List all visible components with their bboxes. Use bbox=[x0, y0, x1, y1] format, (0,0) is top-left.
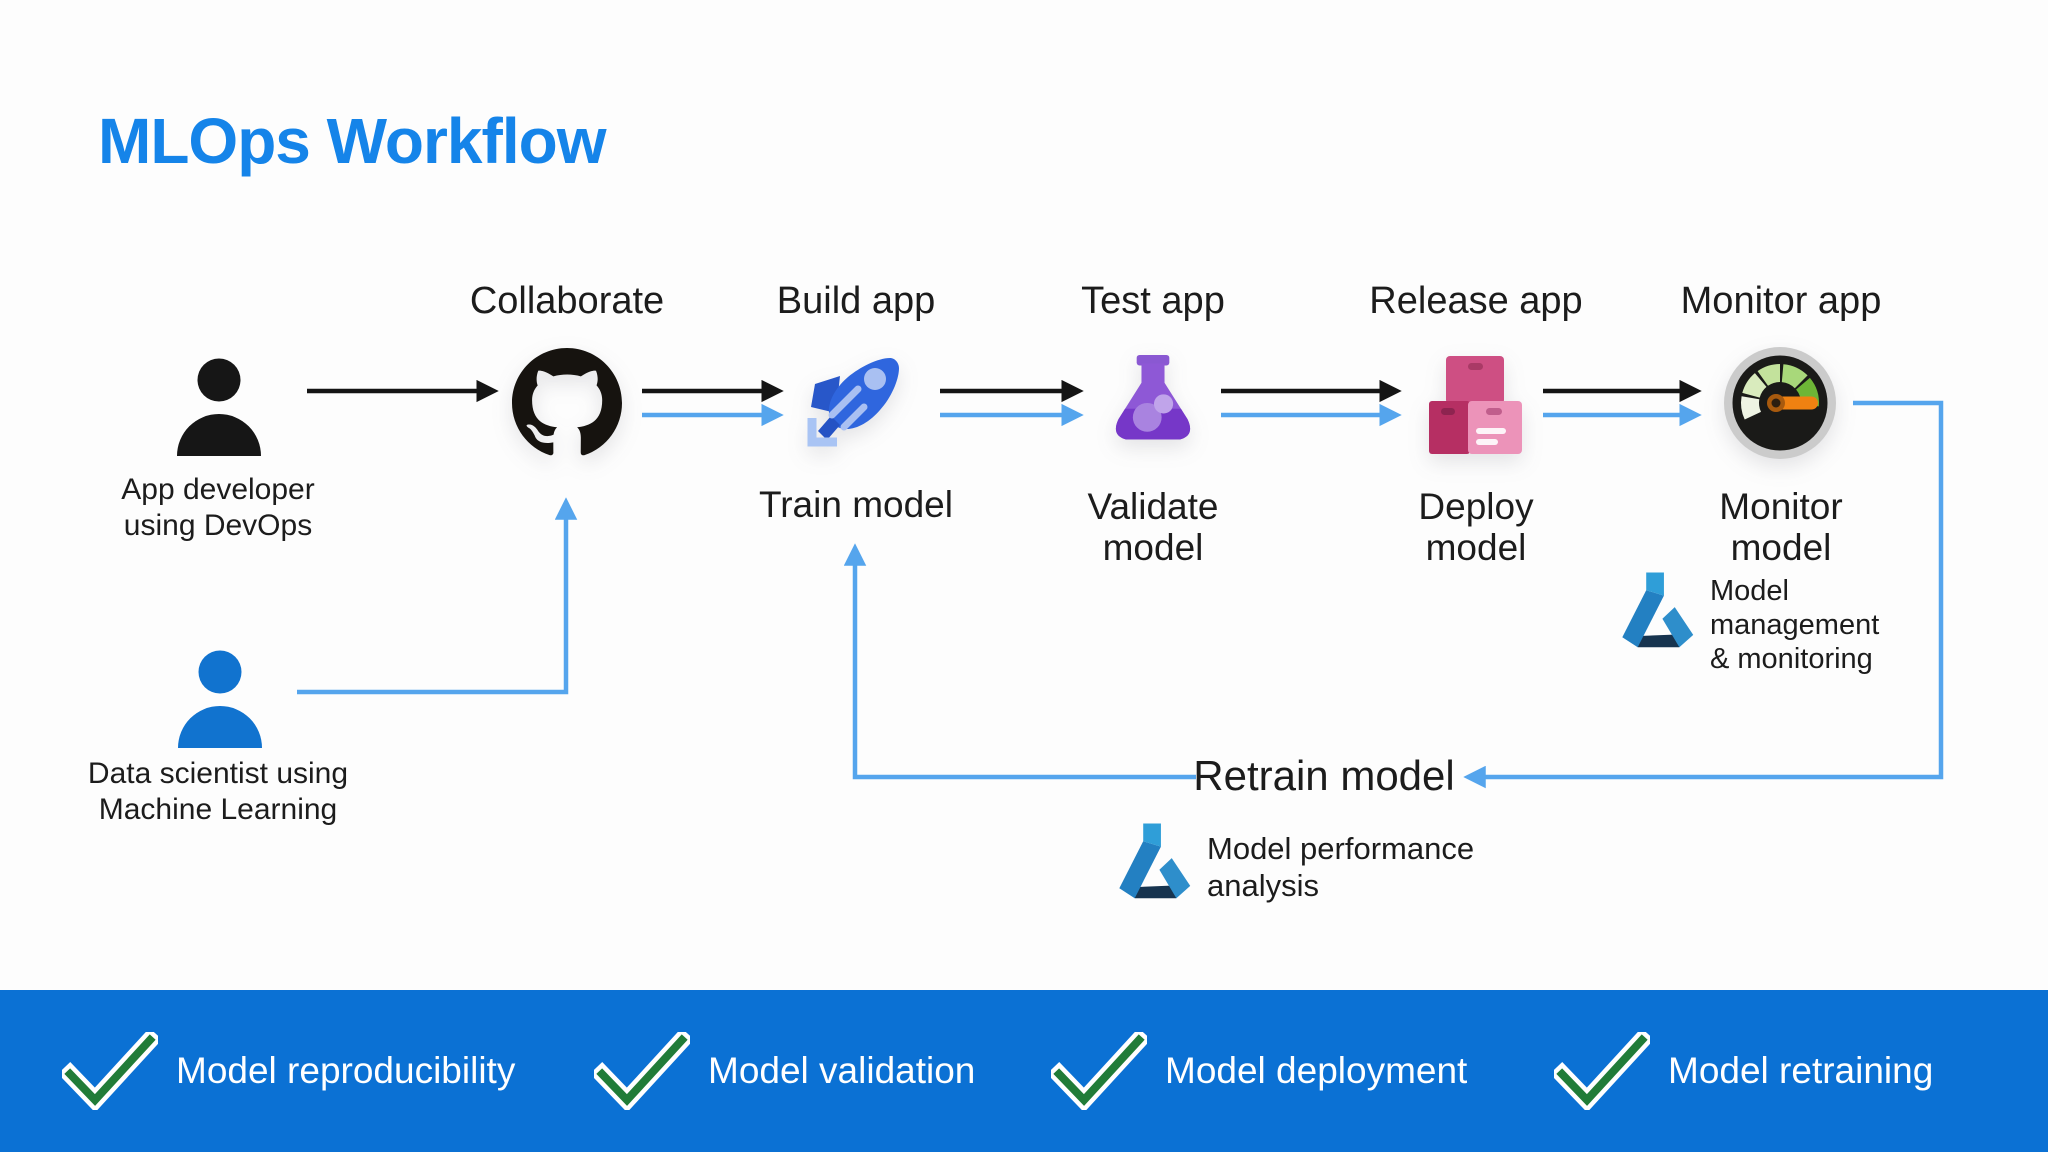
model-management-note: Model management & monitoring bbox=[1710, 575, 1880, 675]
feedback-retrain-to-train bbox=[843, 543, 1196, 780]
feature-model-retraining: Model retraining bbox=[1554, 990, 1933, 1152]
app-developer-icon bbox=[177, 358, 261, 456]
github-icon bbox=[512, 348, 622, 456]
retrain-model-label: Retrain model bbox=[1193, 752, 1455, 799]
data-scientist-label: Data scientist using Machine Learning bbox=[87, 757, 349, 826]
gauge-icon bbox=[1724, 347, 1836, 459]
check-icon bbox=[594, 1032, 690, 1110]
rocket-icon bbox=[807, 358, 899, 447]
step-label-test-app: Test app bbox=[1081, 280, 1225, 322]
feature-bar: Model reproducibility Model validation M… bbox=[0, 990, 2048, 1152]
step-label-validate-model: Validate model bbox=[1087, 486, 1219, 568]
app-developer-label: App developer using DevOps bbox=[121, 473, 315, 542]
step-label-deploy-model: Deploy model bbox=[1418, 486, 1534, 568]
step-label-train-model: Train model bbox=[759, 484, 953, 525]
check-icon bbox=[1554, 1032, 1650, 1110]
flask-icon bbox=[1115, 354, 1191, 440]
feature-label: Model reproducibility bbox=[176, 1050, 516, 1091]
feature-label: Model validation bbox=[708, 1050, 976, 1091]
feature-model-validation: Model validation bbox=[594, 990, 975, 1152]
step-label-monitor-model: Monitor model bbox=[1719, 486, 1843, 568]
azure-ml-icon bbox=[1622, 572, 1694, 648]
packages-icon bbox=[1429, 356, 1522, 454]
step-label-release-app: Release app bbox=[1369, 280, 1583, 322]
step-label-monitor-app: Monitor app bbox=[1680, 280, 1882, 322]
check-icon bbox=[1051, 1032, 1147, 1110]
page-title: MLOps Workflow bbox=[98, 105, 606, 177]
feature-model-reproducibility: Model reproducibility bbox=[62, 990, 515, 1152]
feature-label: Model deployment bbox=[1165, 1050, 1468, 1091]
data-scientist-icon bbox=[178, 650, 262, 748]
feature-model-deployment: Model deployment bbox=[1051, 990, 1467, 1152]
feature-label: Model retraining bbox=[1668, 1050, 1934, 1091]
step-label-collaborate: Collaborate bbox=[469, 280, 665, 322]
step-label-build-app: Build app bbox=[776, 280, 936, 322]
check-icon bbox=[62, 1032, 158, 1110]
azure-ml-icon bbox=[1119, 823, 1191, 899]
model-performance-note: Model performance analysis bbox=[1207, 831, 1475, 903]
